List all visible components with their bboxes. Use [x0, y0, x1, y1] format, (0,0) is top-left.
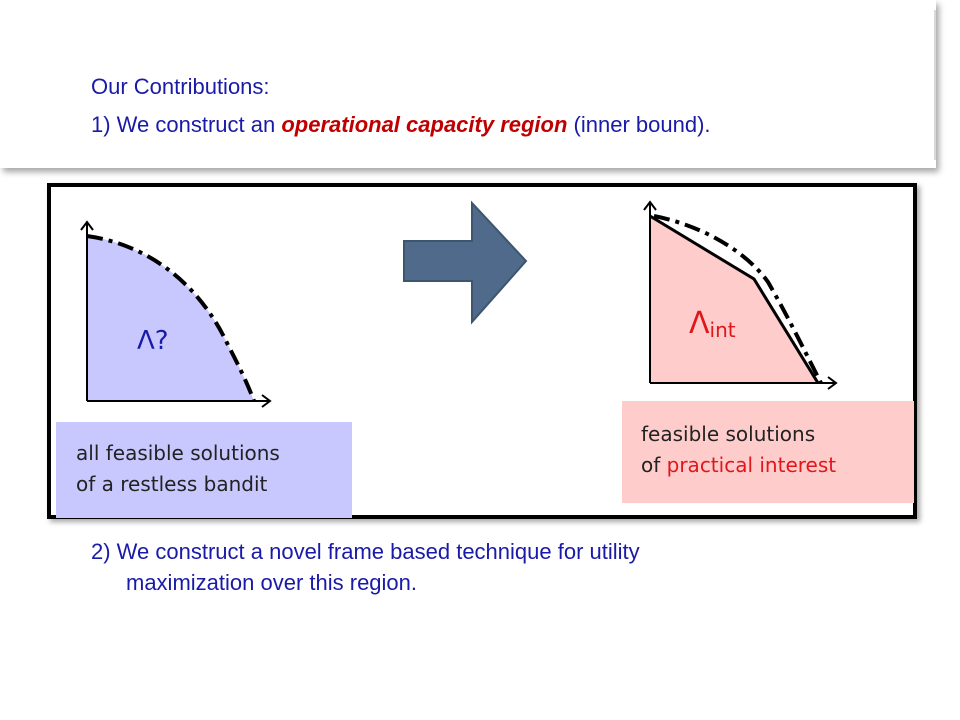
right-boundary-dashdot — [653, 214, 823, 384]
left-caption-line-1: all feasible solutions — [76, 441, 280, 465]
heading: Our Contributions: — [91, 74, 270, 99]
right-caption-line-2-plain: of — [641, 453, 667, 477]
contribution-2-line-2: maximization over this region. — [126, 570, 418, 595]
right-caption: feasible solutions of practical interest — [622, 401, 914, 503]
right-region-fill — [650, 216, 818, 383]
right-region-label-main: Λ — [689, 306, 710, 341]
right-region-label-sub: int — [710, 318, 736, 342]
right-caption-line-2-red: practical interest — [666, 453, 837, 477]
left-caption: all feasible solutions of a restless ban… — [56, 422, 352, 518]
contribution-1: 1) We construct an operational capacity … — [91, 112, 711, 138]
contribution-2-line-1: 2) We construct a novel frame based tech… — [91, 539, 640, 564]
left-boundary-dashdot — [86, 234, 256, 402]
left-region-fill — [87, 236, 254, 401]
right-caption-line-1: feasible solutions — [641, 422, 816, 446]
right-caption-line-2: of practical interest — [641, 450, 914, 481]
transition-arrow — [403, 200, 528, 325]
left-axes — [80, 220, 272, 408]
contribution-1-prefix: 1) We construct an — [91, 112, 282, 137]
left-caption-line-2: of a restless bandit — [76, 472, 268, 496]
right-axes — [643, 200, 838, 390]
right-region-edge — [649, 214, 820, 384]
left-region-label: Λ? — [137, 326, 169, 356]
contribution-1-suffix: (inner bound). — [567, 112, 711, 137]
header-edge — [934, 10, 936, 160]
contribution-2: 2) We construct a novel frame based tech… — [91, 536, 640, 598]
contribution-1-emphasis: operational capacity region — [281, 112, 568, 137]
right-region-label: Λint — [689, 306, 736, 342]
contributions-header — [0, 0, 936, 168]
